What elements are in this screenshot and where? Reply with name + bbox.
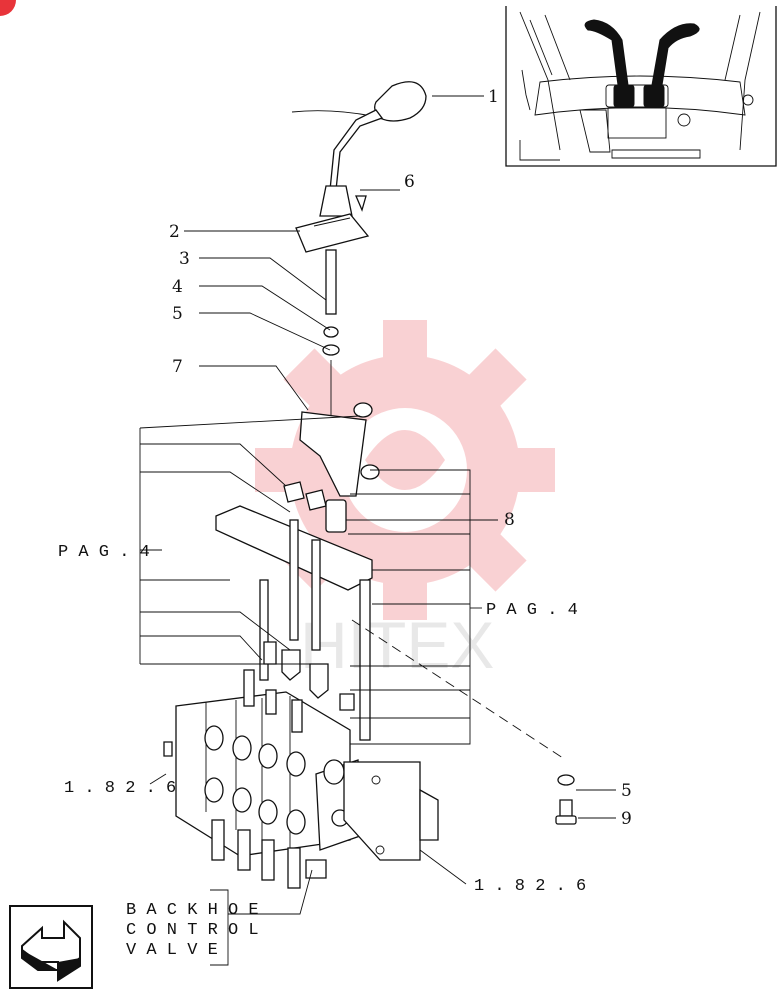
return-arrow-icon[interactable]	[9, 905, 93, 989]
watermark-text: HITEX	[300, 608, 494, 682]
callout-2: 2	[169, 222, 180, 242]
control-valve	[163, 669, 439, 889]
joystick-lever	[291, 81, 427, 420]
section-ref-left: 1 . 8 2 . 6	[64, 779, 176, 798]
callout-4: 4	[172, 277, 183, 297]
caption-line-2: C O N T R O L	[126, 921, 259, 940]
callout-7: 7	[172, 357, 183, 377]
caption-line-3: V A L V E	[126, 941, 218, 960]
page-ref-left: P A G . 4	[58, 543, 150, 562]
corner-marker	[0, 0, 16, 16]
callout-6: 6	[404, 172, 415, 192]
callout-1: 1	[488, 87, 499, 107]
watermark-logo: HITEX	[255, 320, 555, 682]
leader-lines	[139, 95, 616, 966]
cab-inset	[505, 6, 777, 167]
callout-5b: 5	[621, 781, 632, 801]
section-ref-bottom: 1 . 8 2 . 6	[474, 877, 586, 896]
page-ref-right: P A G . 4	[486, 601, 578, 620]
bolt-assembly	[555, 774, 577, 825]
callout-5: 5	[172, 304, 183, 324]
callout-3: 3	[179, 249, 190, 269]
callout-9: 9	[621, 809, 632, 829]
caption-line-1: B A C K H O E	[126, 901, 259, 920]
callout-8: 8	[504, 510, 515, 530]
